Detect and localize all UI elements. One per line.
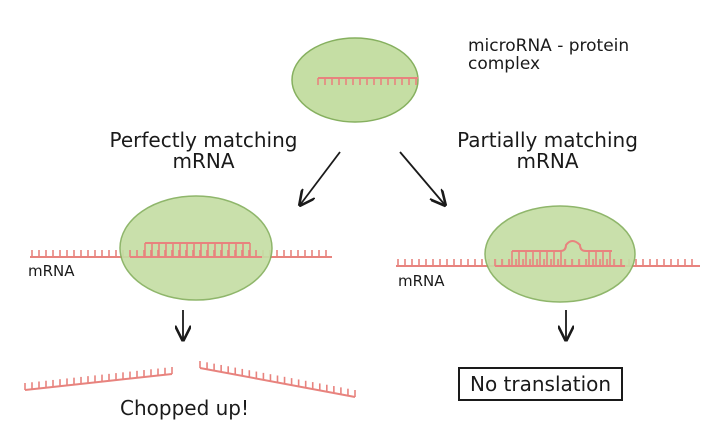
- left-outcome-text: Chopped up!: [120, 396, 250, 420]
- protein-blob-right: [484, 205, 636, 303]
- right-outcome-box: No translation: [458, 367, 624, 401]
- mirna-right-backbone: [512, 240, 612, 252]
- mrna-label-right-text: mRNA: [398, 272, 445, 290]
- right-outcome-text: No translation: [470, 372, 612, 396]
- frag-left-backbone: [24, 373, 173, 391]
- complex-label-text: microRNA - protein complex: [468, 36, 630, 74]
- left-branch-label: Perfectly matching mRNA: [96, 130, 311, 172]
- microrna-strand-left: [144, 242, 251, 257]
- microrna-strand-right: [511, 240, 612, 265]
- complex-right: [396, 205, 700, 303]
- mrna-label-right: mRNA: [398, 272, 445, 290]
- complex-label: microRNA - protein complex: [468, 36, 678, 74]
- complex-top: [291, 37, 419, 123]
- protein-blob-left: [119, 195, 273, 301]
- mrna-label-left: mRNA: [28, 262, 75, 280]
- left-outcome-label: Chopped up!: [120, 398, 249, 419]
- left-branch-label-text: Perfectly matching mRNA: [109, 128, 298, 173]
- right-branch-label: Partially matching mRNA: [440, 130, 655, 172]
- complex-left: [30, 195, 332, 301]
- mrna-label-left-text: mRNA: [28, 262, 75, 280]
- chopped-fragment-left: [24, 367, 173, 391]
- chopped-fragment-right: [199, 361, 356, 398]
- arrow-right-branch: [399, 151, 445, 205]
- microrna-strand-top: [317, 77, 418, 85]
- right-branch-label-text: Partially matching mRNA: [457, 128, 638, 173]
- protein-blob-top: [291, 37, 419, 123]
- arrow-left-branch: [300, 151, 341, 205]
